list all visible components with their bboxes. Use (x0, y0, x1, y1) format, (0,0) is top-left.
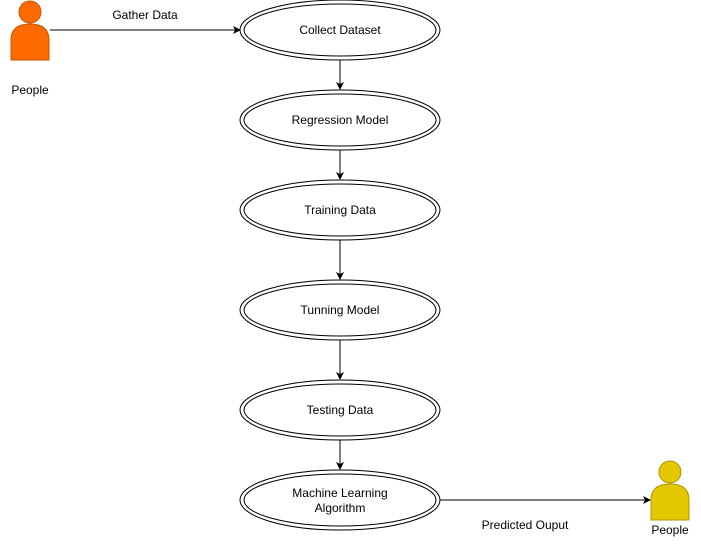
testing-data-label: Testing Data (307, 403, 374, 417)
regression-model-node: Regression Model (239, 89, 441, 151)
testing-data-node: Testing Data (239, 379, 441, 441)
people-actor-source (10, 0, 50, 61)
tunning-model-node: Tunning Model (239, 279, 441, 341)
predicted-output-label: Predicted Ouput (482, 518, 569, 532)
machine-learning-label-line2: Algorithm (315, 501, 366, 515)
training-data-node: Training Data (239, 179, 441, 241)
people-target-label: People (651, 523, 689, 537)
gather-data-label: Gather Data (112, 8, 178, 22)
people-actor-target (650, 460, 690, 521)
machine-learning-algorithm-node: Machine Learning Algorithm (239, 469, 441, 531)
person-body-icon (650, 483, 690, 521)
person-body-icon (10, 23, 50, 61)
training-data-label: Training Data (304, 203, 376, 217)
regression-model-label: Regression Model (292, 113, 389, 127)
person-head-icon (658, 460, 682, 484)
machine-learning-label-line1: Machine Learning (292, 486, 387, 500)
collect-dataset-node: Collect Dataset (239, 0, 441, 61)
collect-dataset-label: Collect Dataset (299, 23, 381, 37)
people-source-label: People (11, 83, 49, 97)
tunning-model-label: Tunning Model (301, 303, 380, 317)
person-head-icon (18, 0, 42, 24)
